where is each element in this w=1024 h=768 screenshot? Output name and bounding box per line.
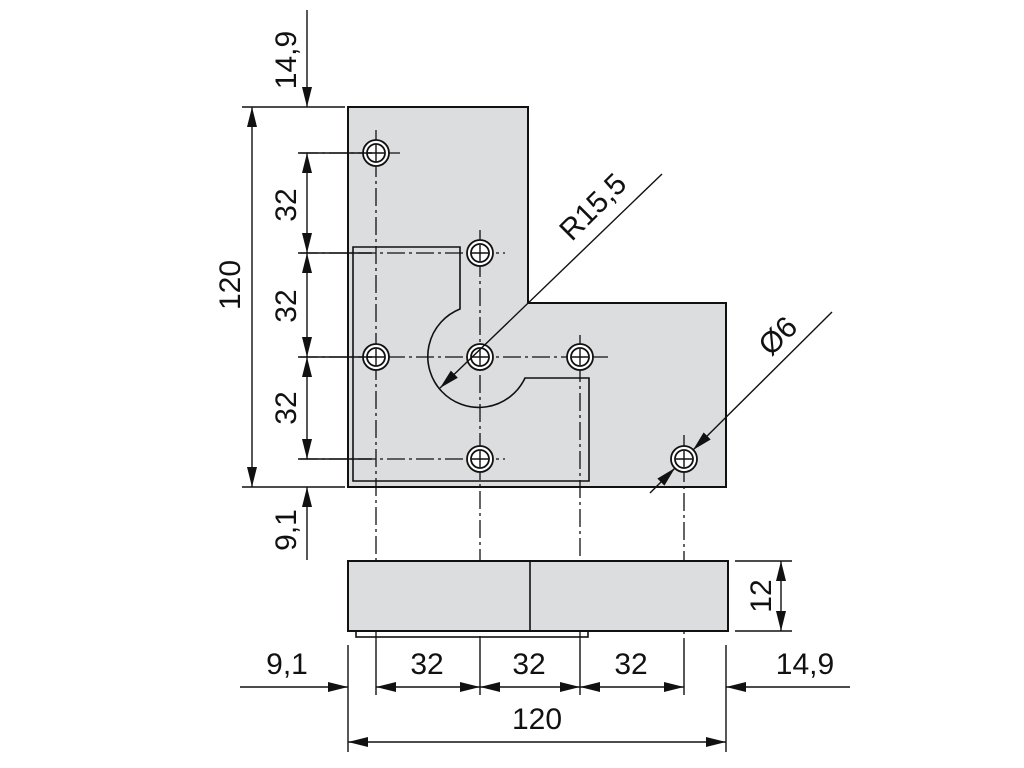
recess-outline <box>352 246 590 482</box>
total-height-label: 120 <box>214 260 247 310</box>
pitch-label: 32 <box>270 391 303 424</box>
side-view <box>347 560 729 638</box>
bottom-pitch-label: 32 <box>512 648 545 681</box>
bottom-offset-label: 9,1 <box>270 509 303 551</box>
horizontal-dimensions: 9,1 32 32 32 14,9 120 <box>240 640 850 752</box>
radius-label: R15,5 <box>553 167 633 247</box>
hole-icon <box>670 445 698 473</box>
total-width-label: 120 <box>512 703 562 736</box>
diameter-label: Ø6 <box>752 310 804 362</box>
bottom-left-offset-label: 9,1 <box>266 648 308 681</box>
vertical-dimensions: 14,9 120 32 32 32 9,1 <box>214 10 372 560</box>
thickness-dimension: 12 <box>735 560 792 632</box>
top-view <box>300 106 727 640</box>
pitch-label: 32 <box>270 289 303 322</box>
bottom-right-offset-label: 14,9 <box>776 648 834 681</box>
thickness-label: 12 <box>745 579 778 612</box>
pitch-label: 32 <box>270 188 303 221</box>
holes <box>362 139 698 473</box>
top-offset-label: 14,9 <box>270 31 303 89</box>
bottom-pitch-label: 32 <box>614 648 647 681</box>
bottom-pitch-label: 32 <box>410 648 443 681</box>
plate-outline <box>347 106 727 488</box>
